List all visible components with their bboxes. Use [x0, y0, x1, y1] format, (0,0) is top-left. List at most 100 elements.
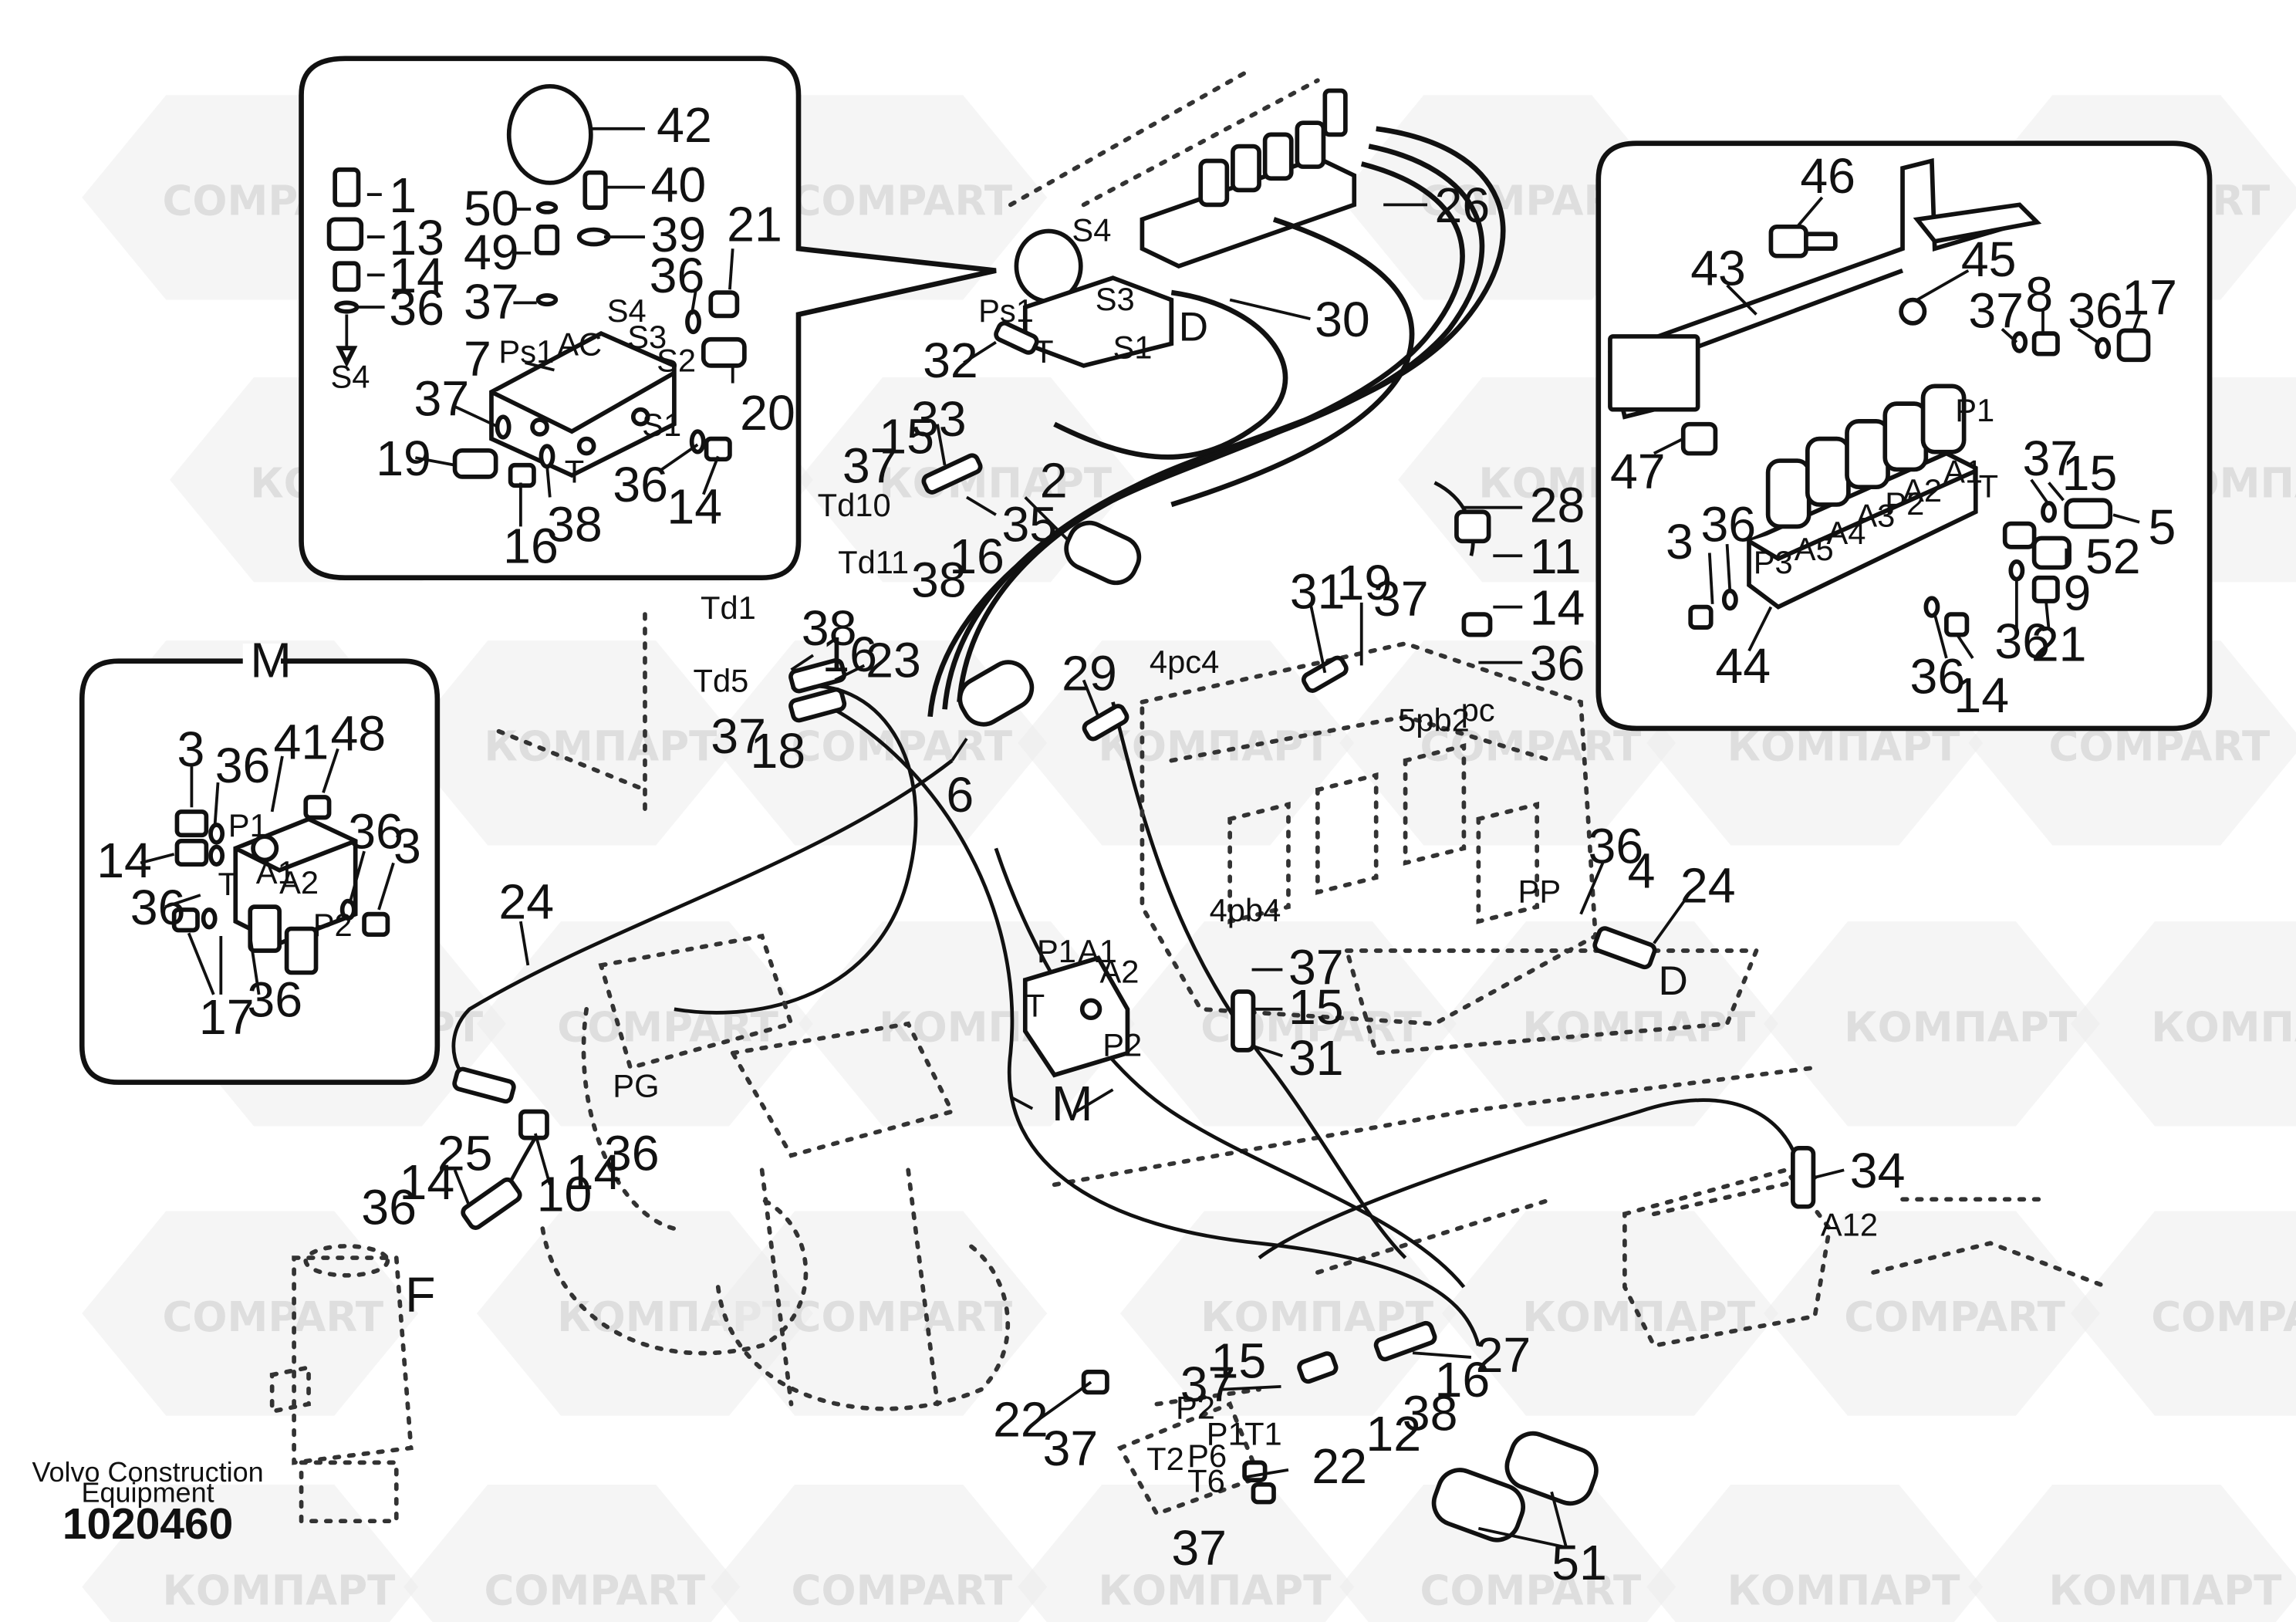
callout-number: 9	[2064, 565, 2092, 620]
callout-number: 27	[1476, 1327, 1531, 1383]
callout-number: 11	[1530, 529, 1582, 584]
watermark-text: COMPART	[1420, 1566, 1642, 1614]
port-label: T	[1034, 333, 1053, 370]
callout-number: 37	[842, 438, 898, 493]
callout-number: 29	[1062, 646, 1117, 701]
callout-number: 6	[946, 767, 974, 823]
callout-number: 37	[1373, 571, 1429, 627]
watermark-hexagon	[798, 377, 1135, 583]
watermark-hexagon	[1763, 1211, 2100, 1416]
callout-number: 36	[247, 972, 302, 1027]
callout-number: 14	[566, 1144, 622, 1200]
callout-number: 24	[498, 874, 554, 929]
port-label: A2	[1099, 954, 1139, 990]
port-label: P6	[1187, 1438, 1227, 1474]
watermark-text: COMPART	[162, 1293, 383, 1341]
watermark-hexagon	[1018, 640, 1355, 846]
port-label: A1	[1943, 453, 1983, 489]
callout-number: 36	[1589, 818, 1644, 874]
callout-number: 7	[464, 331, 491, 387]
callout-number: 36	[215, 738, 271, 793]
callout-number: 3	[1666, 514, 1693, 569]
port-label: Td1	[701, 590, 756, 626]
watermark-text: КОМПАРТ	[1099, 723, 1332, 771]
port-label: A2	[1903, 472, 1942, 509]
callout-number: 36	[361, 1179, 417, 1235]
port-label: S1	[1113, 329, 1153, 365]
callout-number: 23	[866, 633, 921, 688]
port-label: T	[1025, 987, 1045, 1023]
callout-number: 13	[389, 210, 444, 265]
callout-number: 49	[464, 225, 519, 280]
credit-line-2: Equipment	[81, 1477, 214, 1509]
main-port-labels: S4 Ps1 S1 S3 T D Td10 Td11 Td1 Td5 4pc4 …	[405, 212, 1878, 1499]
watermark-text: COMPART	[792, 1566, 1013, 1614]
port-label: D	[1658, 958, 1687, 1004]
port-label: P2	[1885, 485, 1924, 522]
port-label: P1	[1207, 1416, 1246, 1452]
document-number: 1020460	[62, 1500, 233, 1549]
callout-number: 15	[1211, 1333, 1267, 1388]
port-label: P1	[228, 807, 268, 843]
callout-number: 8	[2025, 267, 2053, 323]
watermark-text: КОМПАРТ	[2049, 1566, 2282, 1614]
watermark-text: COMPART	[1844, 1293, 2065, 1341]
callout-number: 14	[96, 833, 152, 888]
swing-motor	[540, 933, 1011, 1411]
credit-block: Volvo Construction Equipment 1020460	[32, 1456, 263, 1549]
callout-number: 14	[389, 248, 444, 303]
port-label: S4	[607, 292, 647, 329]
callout-number: 36	[1530, 635, 1585, 691]
port-label: A3	[1855, 497, 1895, 533]
port-label: M	[1052, 1076, 1093, 1131]
inset-m: M P1 A1 A2 P2 T 3 41 48 36 14 3	[79, 633, 441, 1085]
callout-number: 36	[2068, 283, 2123, 339]
port-label: D	[1179, 305, 1208, 350]
main-fittings	[452, 320, 1816, 1505]
port-label: A5	[1795, 531, 1834, 567]
watermark-hexagon	[1968, 1484, 2296, 1622]
callout-number: 16	[949, 529, 1004, 584]
callout-number: 36	[1700, 496, 1756, 552]
port-label: P2	[1102, 1026, 1142, 1063]
callout-number: 32	[923, 333, 978, 388]
port-label: 4pc4	[1150, 644, 1219, 680]
callout-number: 37	[1968, 283, 2024, 339]
callout-number: 20	[740, 385, 795, 441]
callout-number: 5	[2148, 499, 2176, 555]
watermark-hexagon	[477, 1211, 813, 1416]
watermark-hexagon	[2070, 921, 2296, 1127]
watermark-text: КОМПАРТ	[1844, 1004, 2077, 1052]
callout-number: 44	[1715, 638, 1771, 694]
credit-line-1: Volvo Construction	[32, 1456, 263, 1488]
watermark-text: КОМПАРТ	[1099, 1566, 1332, 1614]
port-label: A12	[1821, 1207, 1878, 1243]
port-label: S3	[1096, 281, 1135, 317]
callout-number: 22	[1312, 1438, 1367, 1494]
watermark-hexagon	[711, 1211, 1048, 1416]
main-leaders	[453, 203, 1845, 1549]
watermark-hexagon	[2070, 1211, 2296, 1416]
callout-number: 3	[177, 721, 204, 777]
callout-number: 14	[1953, 667, 2009, 723]
callout-number: 16	[503, 519, 559, 574]
callout-number: 18	[750, 723, 805, 779]
callout-number: 16	[1434, 1352, 1490, 1407]
port-label: Ps1	[498, 333, 554, 370]
callout-number: 16	[822, 627, 877, 682]
callout-number: 35	[1001, 496, 1057, 552]
watermark-hexagon	[1763, 921, 2100, 1127]
callout-number: 21	[2031, 617, 2087, 672]
port-label: S2	[657, 342, 696, 378]
callout-number: 34	[1850, 1143, 1906, 1198]
callout-number: 4	[1628, 843, 1656, 899]
callout-number: 26	[1434, 177, 1490, 233]
port-label: pc	[1461, 691, 1495, 728]
lower-manifold	[1116, 1387, 1262, 1517]
watermark-hexagon	[403, 1484, 741, 1622]
callout-number: 52	[2085, 529, 2141, 584]
watermark-hexagon	[82, 1484, 419, 1622]
callout-number: 31	[1290, 563, 1346, 619]
callout-number: 14	[667, 479, 722, 535]
callout-number: 37	[1171, 1520, 1227, 1576]
